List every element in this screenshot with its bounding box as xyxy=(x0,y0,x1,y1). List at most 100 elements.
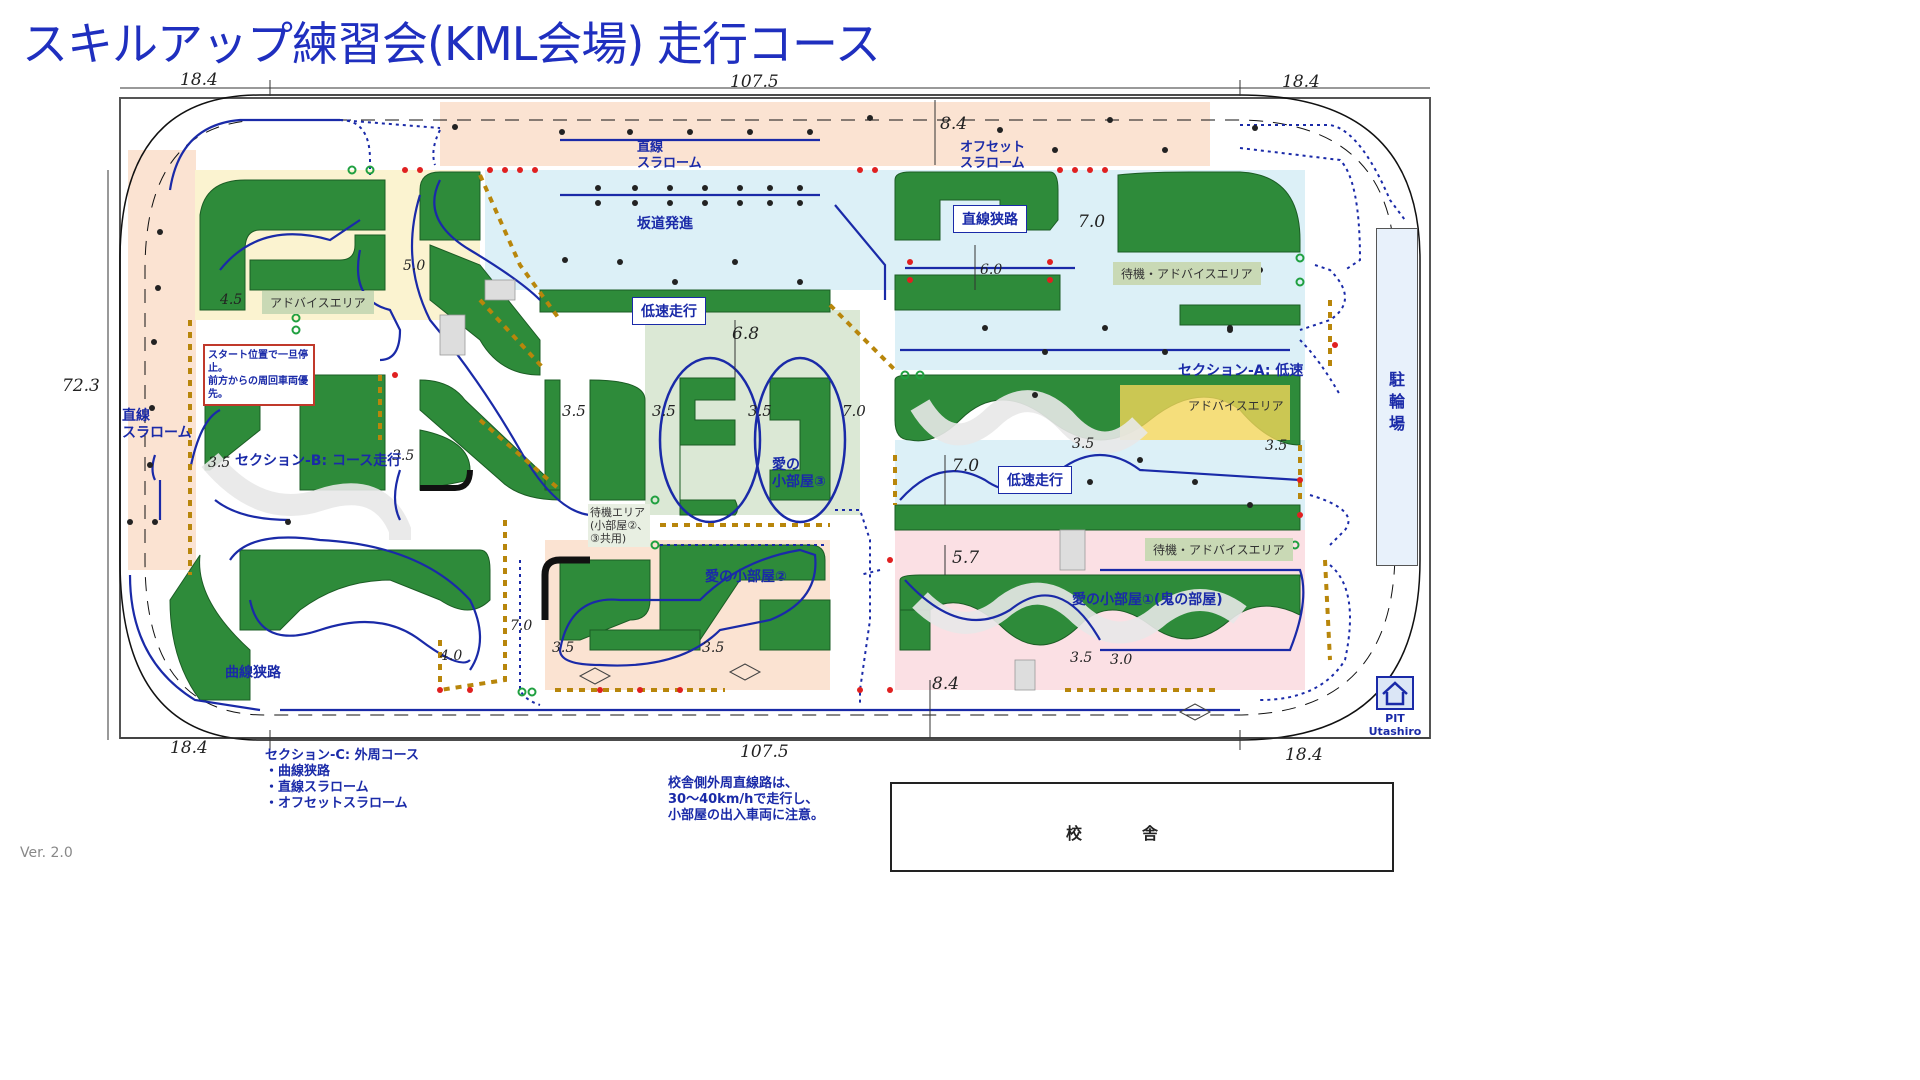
barrier xyxy=(541,556,590,620)
dim-3-5-i: 3.5 xyxy=(702,640,725,656)
dim-3-5-d: 3.5 xyxy=(208,455,231,471)
dim-7-0-mid: 7.0 xyxy=(842,402,866,420)
cone xyxy=(1102,167,1108,173)
diamond-marker xyxy=(1178,703,1212,721)
route-line xyxy=(356,249,402,362)
green-block xyxy=(1117,171,1301,253)
green-block xyxy=(239,549,491,631)
slalom-cone xyxy=(1107,117,1113,123)
cone xyxy=(1057,167,1063,173)
slalom-cone xyxy=(1102,325,1108,331)
green-block xyxy=(759,599,831,651)
cone xyxy=(677,687,683,693)
outer-track-center-line xyxy=(144,119,1396,716)
slalom-cone xyxy=(562,257,568,263)
slalom-cone xyxy=(747,129,753,135)
slalom-cone xyxy=(1042,349,1048,355)
label-straight-narrow: 直線狭路 xyxy=(953,205,1027,233)
green-block xyxy=(249,234,386,291)
route-line xyxy=(168,118,340,191)
green-block xyxy=(679,377,738,516)
slalom-cone xyxy=(667,200,673,206)
diamond-marker xyxy=(728,663,762,681)
route-line xyxy=(393,469,402,521)
slalom-cone xyxy=(867,115,873,121)
parking-label: 駐 輪 場 xyxy=(1388,370,1405,433)
start-note: スタート位置で一旦停止。 前方からの周回車両優先。 xyxy=(203,344,315,406)
slalom-cone xyxy=(1032,392,1038,398)
route-dotted xyxy=(1240,124,1406,221)
dim-bottom-left: 18.4 xyxy=(170,738,208,758)
slalom-cone xyxy=(767,200,773,206)
marker xyxy=(1295,277,1305,287)
green-block xyxy=(894,504,1301,531)
green-block xyxy=(589,379,646,501)
slalom-cone xyxy=(285,519,291,525)
barrier xyxy=(420,469,473,491)
green-block xyxy=(1179,304,1301,326)
green-block xyxy=(299,374,386,491)
cone xyxy=(532,167,538,173)
label-section-a: セクション-A: 低速 xyxy=(1178,363,1304,379)
cone xyxy=(907,259,913,265)
cone xyxy=(597,687,603,693)
dim-5-7: 5.7 xyxy=(952,548,980,568)
road-note: 校舎側外周直線路は、 30〜40km/hで走行し、 小部屋の出入車両に注意。 xyxy=(668,776,825,823)
dim-6-8: 6.8 xyxy=(732,324,760,344)
dim-3-5-e: 3.5 xyxy=(392,448,415,464)
route-line xyxy=(219,219,361,271)
label-offset-slalom: オフセット スラローム xyxy=(960,140,1026,171)
marker xyxy=(650,540,660,550)
slalom-cone xyxy=(732,259,738,265)
label-advice-area-2: アドバイスエリア xyxy=(1188,399,1284,413)
hatched-advice-area xyxy=(1120,385,1290,440)
section-c-notes: セクション-C: 外周コース ・曲線狭路 ・直線スラローム ・オフセットスラロー… xyxy=(265,748,420,811)
dim-bottom-right: 18.4 xyxy=(1285,745,1323,765)
route-dotted xyxy=(1299,264,1346,331)
dim-left-height: 72.3 xyxy=(62,376,100,396)
slalom-cone xyxy=(595,185,601,191)
school-label: 校舎 xyxy=(1065,824,1218,843)
route-line xyxy=(229,536,481,671)
slalom-cone xyxy=(1137,457,1143,463)
cone xyxy=(1297,512,1303,518)
label-slow-run-1: 低速走行 xyxy=(632,297,706,325)
slalom-cone xyxy=(632,185,638,191)
marker xyxy=(291,313,301,323)
route-dotted xyxy=(1309,494,1350,546)
route-dotted xyxy=(519,560,541,706)
dim-3-0: 3.0 xyxy=(1110,652,1133,668)
slalom-cone xyxy=(1052,147,1058,153)
pit: PIT Utashiro xyxy=(1360,676,1430,738)
cone xyxy=(637,687,643,693)
room-3-oval-left xyxy=(658,356,762,524)
slalom-cone xyxy=(737,185,743,191)
slalom-cone xyxy=(452,124,458,130)
route-dotted xyxy=(339,119,371,175)
cone-line xyxy=(478,418,562,492)
route-dotted xyxy=(835,509,871,705)
slalom-cone xyxy=(559,129,565,135)
zone-offset-slalom xyxy=(925,102,1210,166)
cone-line xyxy=(439,520,507,692)
label-wait-advice-2: 待機・アドバイスエリア xyxy=(1145,538,1293,561)
route-dotted xyxy=(1239,147,1362,271)
school-building: 校舎 xyxy=(890,782,1394,872)
dim-4-0: 4.0 xyxy=(440,648,463,664)
slalom-cone xyxy=(667,185,673,191)
slalom-cone xyxy=(155,285,161,291)
course-lane xyxy=(912,582,1247,644)
route-line xyxy=(834,204,887,300)
dim-3-5-c: 3.5 xyxy=(748,402,772,420)
label-wait-area-small: 待機エリア (小部屋②、 ③共用) xyxy=(588,504,651,547)
parking-area: 駐 輪 場 xyxy=(1376,228,1418,566)
dim-3-5-f: 3.5 xyxy=(1072,436,1095,452)
slalom-cone xyxy=(595,200,601,206)
slalom-cone xyxy=(767,185,773,191)
course-lane xyxy=(201,452,411,540)
dim-5-0: 5.0 xyxy=(403,258,426,274)
marker xyxy=(900,370,910,380)
green-block xyxy=(544,379,561,491)
slalom-cone xyxy=(982,325,988,331)
